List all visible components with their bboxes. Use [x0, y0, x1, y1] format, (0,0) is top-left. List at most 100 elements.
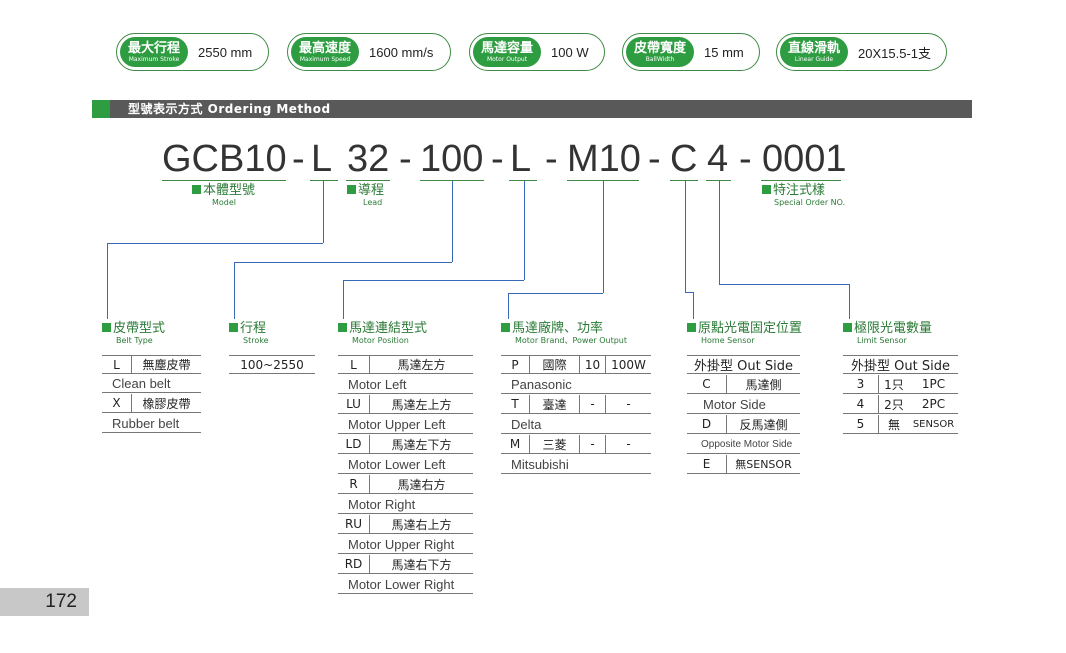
table-row: Motor Upper Right [338, 535, 473, 554]
label-en: Model [212, 198, 237, 207]
spec-value: 15 mm [704, 44, 744, 60]
table-row: Motor Lower Right [338, 575, 473, 594]
option-code: RD [338, 555, 370, 573]
option-zh: 馬達左方 [397, 358, 446, 372]
option-code: L [102, 356, 132, 373]
sensor-qty: 無 [887, 417, 900, 432]
label-zh: 特注式樣 [762, 183, 845, 198]
code-dash: - [739, 138, 752, 180]
option-code: L [338, 356, 370, 373]
spec-label: 最大行程 [128, 40, 181, 56]
label-en: Home Sensor [701, 336, 755, 345]
option-zh: 臺達 [530, 395, 580, 413]
label-zh: 導程 [347, 183, 384, 198]
code-dash: - [292, 138, 305, 180]
connector-limit-sensor [719, 181, 720, 284]
table-row: E 無SENSOR [687, 455, 800, 474]
code-underline [346, 180, 390, 181]
label-belt-type: 皮帶型式 Belt Type [102, 321, 165, 346]
label-zh: 皮帶型式 [102, 321, 165, 336]
code-underline [420, 180, 484, 181]
code-home-sensor: C [670, 138, 698, 180]
spec-max-stroke: 最大行程 Maximum Stroke 2550 mm [116, 33, 269, 71]
spec-value: 20X15.5-1支 [858, 45, 932, 61]
option-code: R [338, 475, 370, 493]
label-motor-position: 馬達連結型式 Motor Position [338, 321, 427, 346]
label-motor-brand: 馬達廠牌、功率 Motor Brand、Power Output [501, 321, 627, 346]
label-zh: 本體型號 [192, 183, 255, 198]
table-row: 外掛型 Out Side [687, 355, 800, 374]
table-row: 100~2550 [229, 355, 315, 374]
option-zh: 反馬達側 [739, 417, 788, 432]
table-row: T 臺達 - - [501, 395, 651, 414]
option-zh: 無SENSOR [735, 458, 792, 471]
table-row: L 馬達左方 [338, 355, 473, 374]
table-row: Mitsubishi [501, 455, 651, 474]
connector-limit-sensor [849, 284, 850, 319]
code-special-order: 0001 [762, 138, 847, 180]
option-code: C [687, 375, 727, 393]
sensor-qty-en: 1PC [921, 377, 946, 391]
power-value: 100W [611, 357, 646, 372]
option-zh: 馬達右上方 [391, 517, 452, 532]
spec-linear-guide: 直線滑軌 Linear Guide 20X15.5-1支 [776, 33, 947, 71]
code-motor-brand: M10 [567, 138, 641, 180]
table-row: Clean belt [102, 374, 201, 393]
spec-max-speed: 最高速度 Maximum Speed 1600 mm/s [287, 33, 451, 71]
option-zh: 馬達側 [745, 377, 782, 392]
spec-label: 皮帶寬度 [634, 40, 687, 56]
table-row: 5 無 SENSOR [843, 415, 958, 434]
option-code: LD [338, 435, 370, 453]
power-code: - [580, 435, 606, 453]
table-row: Motor Upper Left [338, 415, 473, 434]
spec-label: 直線滑軌 [788, 40, 841, 56]
label-zh: 馬達廠牌、功率 [501, 321, 627, 336]
spec-label: 馬達容量 [481, 40, 534, 56]
spec-badge: 馬達容量 Motor Output [473, 37, 542, 67]
label-home-sensor: 原點光電固定位置 Home Sensor [687, 321, 802, 346]
label-en: Lead [363, 198, 383, 207]
connector-home-sensor [693, 292, 694, 319]
label-en: Belt Type [116, 336, 153, 345]
spec-belt-width: 皮帶寬度 BallWidth 15 mm [622, 33, 760, 71]
option-code: M [501, 435, 530, 453]
power-code: - [580, 395, 606, 413]
connector-belt [107, 243, 323, 244]
option-zh: 馬達左下方 [391, 437, 452, 452]
label-lead: 導程 Lead [347, 183, 384, 208]
label-zh: 行程 [229, 321, 269, 336]
code-underline [706, 180, 731, 181]
code-underline [567, 180, 639, 181]
option-code: T [501, 395, 530, 413]
sensor-qty: 2只 [884, 397, 904, 412]
code-underline [310, 180, 338, 181]
label-stroke: 行程 Stroke [229, 321, 269, 346]
code-underline [670, 180, 698, 181]
section-marker [92, 100, 110, 118]
option-code: 5 [843, 415, 879, 433]
spec-label-en: Maximum Speed [299, 55, 351, 63]
table-row: C 馬達側 [687, 375, 800, 394]
label-special-order: 特注式樣 Special Order NO. [762, 183, 845, 208]
connector-belt [107, 243, 108, 319]
option-code: E [687, 455, 727, 473]
table-row: LD 馬達左下方 [338, 435, 473, 454]
option-code: D [687, 415, 727, 433]
code-underline [509, 180, 537, 181]
spec-value: 100 W [551, 44, 589, 60]
connector-motor-brand [508, 293, 509, 319]
option-zh: 三菱 [530, 435, 580, 453]
connector-belt [323, 181, 324, 243]
power-code: 10 [580, 356, 606, 373]
label-model: 本體型號 Model [192, 183, 255, 208]
stroke-range: 100~2550 [240, 357, 304, 372]
spec-label-en: BallWidth [645, 55, 675, 63]
code-motor-position: L [510, 138, 532, 180]
table-row: Delta [501, 415, 651, 434]
code-dash: - [399, 138, 412, 180]
connector-home-sensor [685, 292, 693, 293]
connector-stroke [234, 262, 235, 319]
table-row: RU 馬達右上方 [338, 515, 473, 534]
sensor-qty: 1只 [884, 377, 904, 392]
table-row: M 三菱 - - [501, 435, 651, 454]
